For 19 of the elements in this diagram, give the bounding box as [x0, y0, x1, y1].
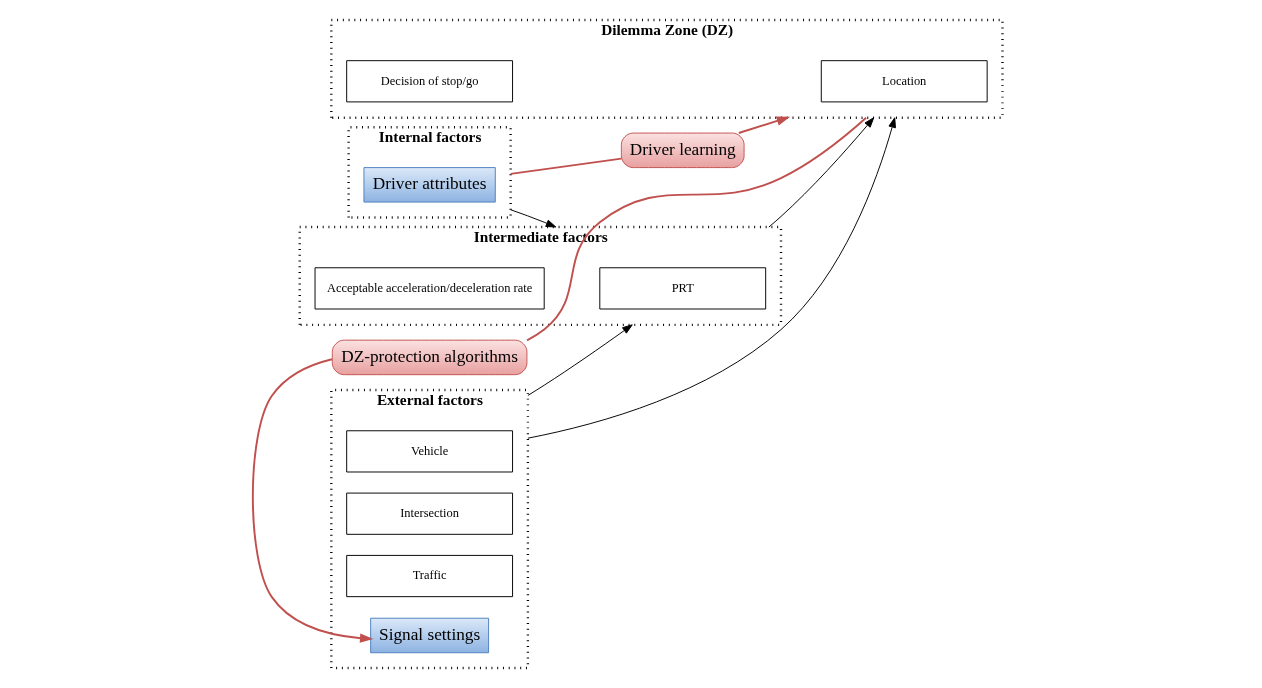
- arrow: [526, 324, 633, 396]
- node-box: DZ-protection algorithms: [331, 339, 527, 376]
- arrow: [251, 358, 373, 643]
- connector: [525, 116, 867, 342]
- node-box: Traffic: [345, 554, 513, 598]
- arrow: [526, 117, 896, 439]
- arrow: [509, 209, 556, 228]
- node-box: Acceptable acceleration/deceleration rate: [314, 267, 545, 310]
- node-box: Location: [820, 60, 988, 103]
- node-box: PRT: [598, 267, 766, 310]
- node-box: Driver learning: [620, 132, 745, 169]
- node-box: Driver attributes: [362, 167, 496, 203]
- node-box: Decision of stop/go: [345, 60, 513, 103]
- node-box: Signal settings: [369, 617, 489, 654]
- node-box: Intersection: [345, 492, 513, 535]
- arrow: [767, 117, 874, 228]
- arrow: [737, 116, 790, 134]
- node-box: Vehicle: [345, 430, 513, 473]
- connector: [509, 157, 622, 175]
